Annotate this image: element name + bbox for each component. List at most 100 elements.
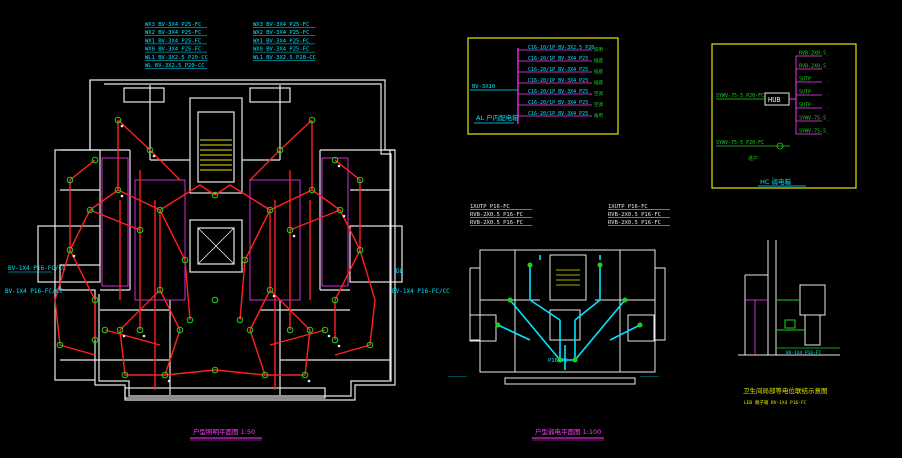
- light-fixture: [246, 326, 254, 334]
- right-side-cable-label: DL: [396, 268, 404, 275]
- left-side-cable-label: BV-1X4 P16-FC/CC: [8, 265, 66, 272]
- light-fixture: [266, 206, 274, 214]
- light-fixture: [136, 226, 144, 234]
- weak-current-wiring: [497, 255, 641, 370]
- light-fixture: [86, 206, 94, 214]
- light-fixture: [91, 156, 99, 164]
- al-panel-frame: [467, 37, 619, 135]
- hc-panel-title: HC 弱电箱: [760, 177, 791, 186]
- al-circuit-label: C16-20/1P BV-3X4 P25: [528, 56, 588, 62]
- hc-output-note: ·: [826, 93, 829, 98]
- light-fixture: [56, 341, 64, 349]
- left-plan-title: 户型照明平面图 1:50: [193, 427, 255, 436]
- light-fixture: [176, 326, 184, 334]
- light-fixtures: [56, 116, 374, 383]
- cable-label: WL1 BV-3X2.5 P20-CC: [145, 55, 208, 61]
- al-circuit-note: 照明: [594, 47, 603, 53]
- weak-bottom-note-right: ———————: [640, 375, 659, 380]
- light-fixture: [331, 336, 339, 344]
- light-fixture: [121, 371, 129, 379]
- cable-label: WX0 BV-3X4 P25-FC: [253, 47, 309, 53]
- hc-output-note: ·: [826, 119, 829, 124]
- weak-center-label: P16-FC: [548, 358, 568, 364]
- light-fixture: [356, 176, 364, 184]
- bathroom-detail: BV-1X4 P16-FC 卫生间局部等电位联结示意图 LEB 端子箱 BV-1…: [738, 240, 840, 406]
- hc-input-label-2: SYWV-75-5 P20-FC: [716, 140, 764, 146]
- elevator-cross: [197, 227, 235, 265]
- cable-label: WL1 BV-3X2.5 P20-CC: [253, 55, 316, 61]
- cable-label: WX2 BV-3X4 P25-FC: [145, 30, 201, 36]
- cable-label: WX0 BV-3X4 P25-FC: [145, 47, 201, 53]
- hub-label: HUB: [768, 96, 781, 104]
- hc-weak-current-panel: HUB RVB-2X0.5·RVB-2X0.5·5UTP·5UTP·5UTP·S…: [711, 43, 857, 189]
- right-side-cable-label-2: BV-1X4 P16-FC/CC: [392, 288, 450, 295]
- light-fixture: [331, 296, 339, 304]
- left-cable-labels: WX3 BV-3X4 P25-FC WX2 BV-3X4 P25-FC WX1 BV…: [145, 22, 208, 69]
- light-fixture: [116, 326, 124, 334]
- al-circuit-label: C16-20/1P BV-3X4 P25: [528, 89, 588, 95]
- light-fixture: [211, 366, 219, 374]
- cable-label: WX1 BV-3X4 P25-FC: [145, 38, 201, 44]
- light-fixture: [336, 206, 344, 214]
- light-fixture: [308, 186, 316, 194]
- light-fixture: [91, 336, 99, 344]
- hc-output-note: ·: [826, 132, 829, 137]
- light-fixture: [286, 226, 294, 234]
- al-circuit-label: C16-20/1P BV-3X4 P25: [528, 78, 588, 84]
- weak-cable-label: RVB-2X0.5 P16-FC: [470, 220, 523, 226]
- light-fixture: [211, 296, 219, 304]
- light-fixture: [266, 286, 274, 294]
- light-fixture: [136, 326, 144, 334]
- hc-input-label: SYWV-75-5 P20-FC: [716, 93, 764, 99]
- light-fixture: [91, 296, 99, 304]
- light-fixture: [236, 316, 244, 324]
- hc-panel-frame: [711, 43, 857, 189]
- al-circuit-note: 备用: [594, 112, 603, 119]
- bath-detail-title: 卫生间局部等电位联结示意图: [743, 386, 828, 395]
- hc-output-label: SYWV-75-5: [799, 116, 826, 122]
- light-fixture: [241, 256, 249, 264]
- al-main-cable: BV-3X10: [472, 84, 495, 90]
- right-plan-title: 户型弱电平面图 1:100: [535, 427, 601, 436]
- weak-cable-label: RVB-2X0.5 P16-FC: [608, 212, 661, 218]
- light-fixture: [66, 176, 74, 184]
- al-circuit-label: C16-20/1P BV-3X4 P25: [528, 67, 588, 73]
- lighting-wiring: [54, 119, 376, 390]
- weak-plan-walls: [469, 249, 666, 385]
- al-panel-title: AL 户内配电箱: [476, 113, 519, 122]
- hc-output-label: RVB-2X0.5: [799, 51, 826, 57]
- cable-label: WX3 BV-3X4 P25-FC: [145, 22, 201, 28]
- left-side-cable-label-2: BV-1X4 P16-FC/CC: [5, 288, 63, 295]
- bath-cable-label: BV-1X4 P16-FC: [786, 350, 822, 356]
- hc-in-label: 进户: [748, 155, 758, 162]
- cable-label: WX1 BV-3X4 P25-FC: [253, 38, 309, 44]
- weak-stair-treads: [556, 269, 580, 286]
- light-fixture: [66, 246, 74, 254]
- weak-bottom-note-left: ———————: [448, 375, 467, 380]
- light-fixture: [331, 156, 339, 164]
- right-weak-current-plan: 1XUTP P16-FC RVB-2X0.5 P16-FC RVB-2X0.5 P1…: [448, 204, 670, 441]
- weak-outlets: [495, 262, 643, 363]
- cable-label: WL BV-3X2.5 P20-CC: [145, 63, 205, 69]
- light-fixture: [181, 256, 189, 264]
- weak-cable-label: RVB-2X0.5 P16-FC: [608, 220, 661, 226]
- light-fixture: [211, 191, 219, 199]
- hc-output-note: ·: [826, 67, 829, 72]
- light-fixture: [261, 371, 269, 379]
- light-fixture: [276, 146, 284, 154]
- al-circuit-note: 插座: [594, 57, 603, 64]
- light-fixture: [101, 326, 109, 334]
- al-circuit-note: 空调: [594, 90, 603, 97]
- left-lighting-plan: WX3 BV-3X4 P25-FC WX2 BV-3X4 P25-FC WX1 BV…: [5, 22, 450, 441]
- weak-cable-label: RVB-2X0.5 P16-FC: [470, 212, 523, 218]
- light-fixture: [156, 206, 164, 214]
- stair-treads: [200, 139, 232, 171]
- floor-plan-walls: [37, 79, 403, 401]
- al-circuit-label: C16-10/1P BV-3X2.5 P20: [528, 45, 594, 51]
- hc-output-label: 5UTP: [799, 90, 811, 96]
- light-fixture: [156, 286, 164, 294]
- weak-cable-label: 1XUTP P16-FC: [470, 204, 510, 210]
